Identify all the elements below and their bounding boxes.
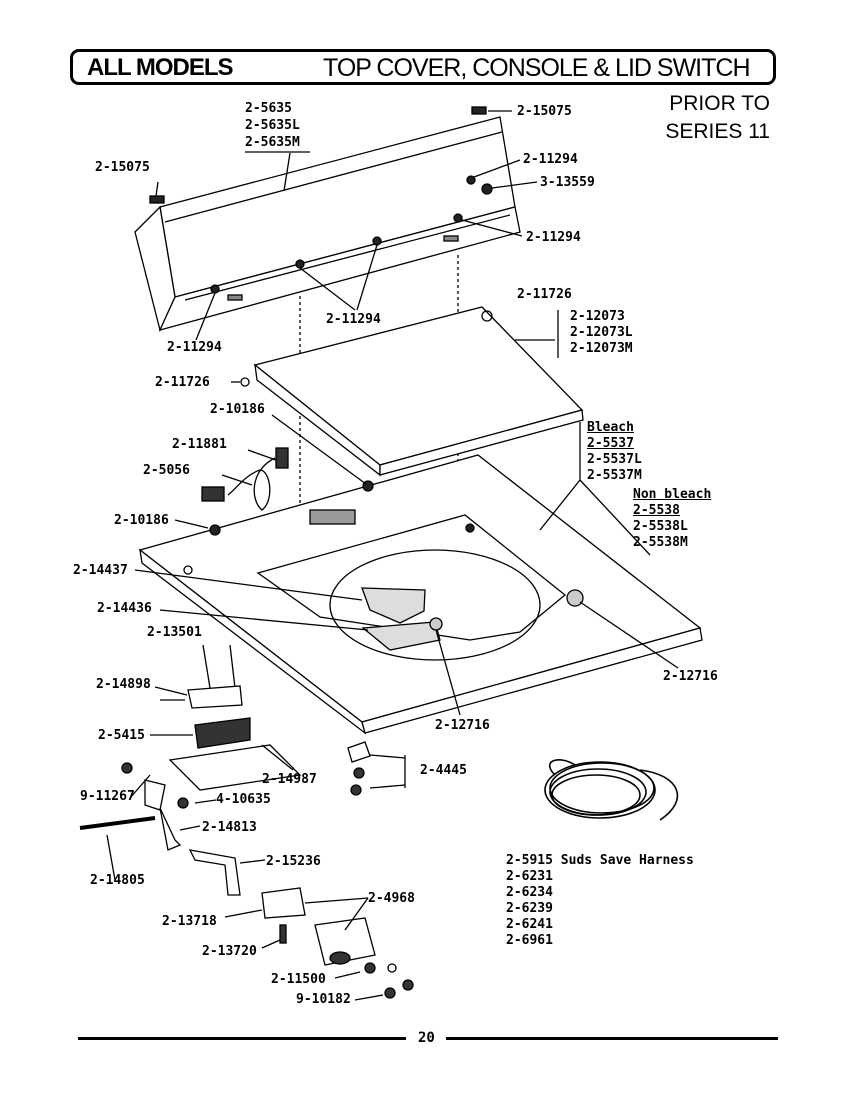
label-2-14813: 2-14813	[202, 820, 257, 835]
label-2-5537: 2-5537	[587, 436, 634, 451]
page-number: 20	[418, 1030, 435, 1046]
harness-line-5: 2-6241	[506, 917, 553, 932]
harness-line-2: 2-6231	[506, 869, 553, 884]
label-2-4445: 2-4445	[420, 763, 467, 778]
series-note-line1: PRIOR TO	[669, 92, 770, 115]
footer-rule-right	[446, 1037, 778, 1040]
label-2-12073: 2-12073	[570, 309, 625, 324]
label-2-4968: 2-4968	[368, 891, 415, 906]
label-2-14898: 2-14898	[96, 677, 151, 692]
label-2-14805: 2-14805	[90, 873, 145, 888]
label-2-5538: 2-5538	[633, 503, 680, 518]
label-9-10182: 9-10182	[296, 992, 351, 1007]
series-note-line2: SERIES 11	[665, 120, 770, 143]
lid-switch-assembly	[79, 644, 302, 896]
label-2-5415: 2-5415	[98, 728, 145, 743]
label-2-5635: 2-5635	[245, 101, 292, 116]
top-cover	[138, 454, 703, 735]
harness-line-3: 2-6234	[506, 885, 553, 900]
label-2-5635L: 2-5635L	[245, 118, 300, 133]
label-2-15075-top: 2-15075	[517, 104, 572, 119]
label-2-10186-a: 2-10186	[210, 402, 265, 417]
label-2-5635M: 2-5635M	[245, 135, 300, 150]
footer-rule-left	[78, 1037, 406, 1040]
header-title: TOP COVER, CONSOLE & LID SWITCH	[323, 54, 750, 82]
series-note: PRIOR TO SERIES 11	[665, 90, 770, 146]
label-2-10186-b: 2-10186	[114, 513, 169, 528]
hinge-parts	[224, 887, 414, 1001]
label-2-12073M: 2-12073M	[570, 341, 633, 356]
label-2-13501: 2-13501	[147, 625, 202, 640]
label-2-13720: 2-13720	[202, 944, 257, 959]
label-2-11726-right: 2-11726	[517, 287, 572, 302]
label-2-5537L: 2-5537L	[587, 452, 642, 467]
label-2-11500: 2-11500	[271, 972, 326, 987]
header-models: ALL MODELS	[87, 54, 234, 81]
label-non-bleach: Non bleach	[633, 487, 712, 502]
label-2-11294-c: 2-11294	[326, 312, 381, 327]
power-cord	[201, 447, 289, 511]
console-panel	[134, 116, 521, 332]
label-2-11726-left: 2-11726	[155, 375, 210, 390]
label-2-11881: 2-11881	[172, 437, 227, 452]
header-box: ALL MODELS TOP COVER, CONSOLE & LID SWIT…	[70, 49, 776, 85]
label-2-14987: 2-14987	[262, 772, 317, 787]
lid	[240, 306, 584, 477]
label-2-5537M: 2-5537M	[587, 468, 642, 483]
label-2-13718: 2-13718	[162, 914, 217, 929]
label-2-12716-right: 2-12716	[663, 669, 718, 684]
label-3-13559: 3-13559	[540, 175, 595, 190]
label-2-12073L: 2-12073L	[570, 325, 633, 340]
label-bleach: Bleach	[587, 420, 634, 435]
harness-line-1: 2-5915 Suds Save Harness	[506, 853, 694, 868]
label-2-15236: 2-15236	[266, 854, 321, 869]
label-2-14437: 2-14437	[73, 563, 128, 578]
clip-4445	[347, 741, 406, 796]
harness-line-6: 2-6961	[506, 933, 553, 948]
console-fasteners	[149, 106, 493, 294]
harness-line-4: 2-6239	[506, 901, 553, 916]
label-2-11294-b: 2-11294	[526, 230, 581, 245]
cover-leaders	[134, 381, 679, 716]
label-2-5056: 2-5056	[143, 463, 190, 478]
label-2-12716-center: 2-12716	[435, 718, 490, 733]
label-4-10635: 4-10635	[216, 792, 271, 807]
suds-save-harness	[544, 759, 679, 821]
label-9-11267: 9-11267	[80, 789, 135, 804]
label-2-14436: 2-14436	[97, 601, 152, 616]
label-2-5538M: 2-5538M	[633, 535, 688, 550]
label-2-11294-d: 2-11294	[167, 340, 222, 355]
label-2-5538L: 2-5538L	[633, 519, 688, 534]
label-2-11294-a: 2-11294	[523, 152, 578, 167]
label-2-15075-left: 2-15075	[95, 160, 150, 175]
